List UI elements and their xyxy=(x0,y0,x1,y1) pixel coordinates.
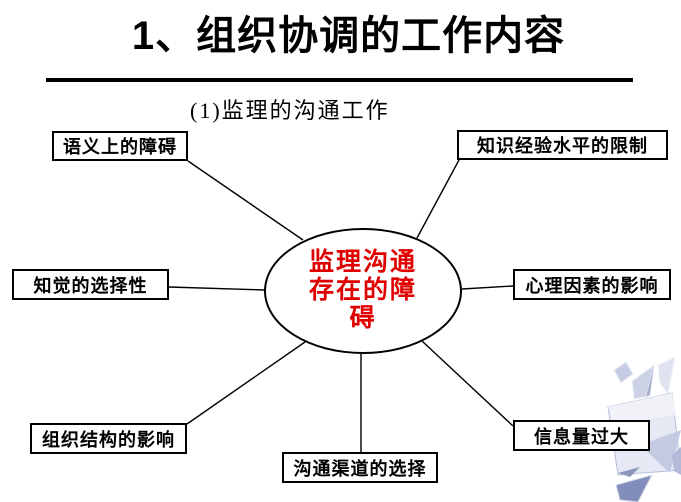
center-label-line: 存在的障 xyxy=(308,277,417,304)
connector-structure xyxy=(186,341,306,425)
node-label: 知识经验水平的限制 xyxy=(477,136,648,156)
node-organizational-structure: 组织结构的影响 xyxy=(30,423,187,454)
node-label: 心理因素的影响 xyxy=(525,275,659,296)
paper-sheet-crease xyxy=(618,467,640,477)
center-label-line: 监理沟通 xyxy=(308,249,417,276)
connector-knowledge xyxy=(416,159,460,239)
paper-shard-right xyxy=(672,447,681,475)
node-semantic-barrier: 语义上的障碍 xyxy=(52,131,188,161)
node-information-overload: 信息量过大 xyxy=(513,420,650,451)
node-perception-selectivity: 知觉的选择性 xyxy=(12,269,169,300)
connector-psychological xyxy=(461,285,514,290)
node-communication-channel-choice: 沟通渠道的选择 xyxy=(282,452,438,483)
node-psychological-factors: 心理因素的影响 xyxy=(513,269,671,300)
node-label: 语义上的障碍 xyxy=(63,137,177,157)
paper-sheet-fold xyxy=(640,430,681,473)
node-label: 知觉的选择性 xyxy=(33,275,148,296)
paper-shard-upper-fold xyxy=(646,365,654,397)
node-label: 沟通渠道的选择 xyxy=(293,458,427,479)
node-label: 组织结构的影响 xyxy=(42,429,175,450)
paper-sheet-highlight xyxy=(608,393,676,425)
paper-shard-bottom xyxy=(615,474,653,502)
slide-title: 1、组织协调的工作内容 xyxy=(131,14,566,58)
node-label: 信息量过大 xyxy=(534,426,629,447)
paper-shard-diamond xyxy=(613,361,634,384)
node-knowledge-experience-limit: 知识经验水平的限制 xyxy=(457,130,668,160)
title-underline xyxy=(46,78,633,82)
connector-overload xyxy=(421,340,514,427)
connector-semantic xyxy=(187,160,304,241)
center-ellipse-barriers: 监理沟通 存在的障 碍 xyxy=(264,228,462,354)
center-label-line: 碍 xyxy=(349,305,377,332)
connector-perception xyxy=(168,286,266,291)
slide-subtitle: (1)监理的沟通工作 xyxy=(190,98,390,123)
